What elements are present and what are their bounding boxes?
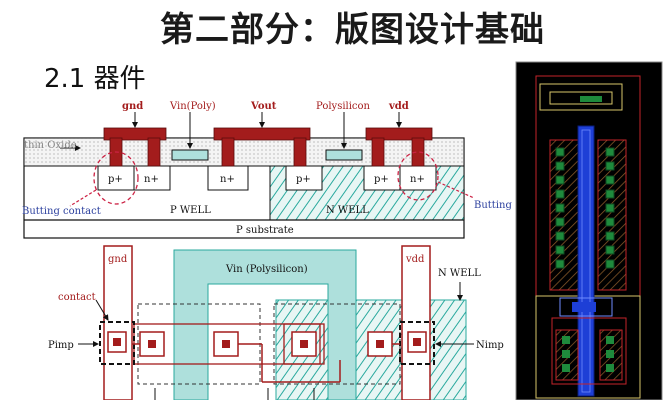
n-plus-left-region: [133, 165, 171, 191]
vdd-metal: [365, 127, 433, 167]
label-n-plus-right: n+: [410, 174, 425, 185]
n-plus-mid-region: [207, 165, 249, 191]
section-heading: 2.1 器件: [44, 64, 146, 94]
label-p-plus-right: p+: [374, 174, 389, 185]
p-plus-mid-region: [285, 165, 323, 191]
layout-contacts: [99, 321, 435, 365]
page-title: 第二部分：版图设计基础: [160, 10, 545, 50]
label-vdd: vdd: [388, 101, 409, 112]
label-polysilicon: Polysilicon: [316, 101, 371, 112]
butting-contact-right: [397, 151, 439, 201]
layout-top-view: gnd vdd Vin (Polysilicon) N WELL contact…: [48, 243, 504, 400]
thin-oxide-layer: [23, 137, 465, 167]
layout-label-pimp: Pimp: [48, 340, 74, 351]
label-p-substrate: P substrate: [236, 225, 294, 236]
poly-gate-p: [325, 149, 363, 161]
label-n-plus-left: n+: [144, 174, 159, 185]
label-vin: Vin(Poly): [169, 101, 216, 112]
label-p-plus-left: p+: [108, 174, 123, 185]
butting-contact-left: [93, 151, 139, 205]
label-n-plus-mid: n+: [220, 174, 235, 185]
cross-section: gnd Vin(Poly) Vout Polysilicon vdd thin …: [22, 101, 553, 239]
label-thin-oxide: thin Oxide: [24, 140, 77, 151]
layout-label-gnd: gnd: [108, 254, 128, 265]
n-plus-right-region: [399, 165, 437, 191]
layout-label-vdd: vdd: [405, 254, 425, 265]
layout-photo: [515, 61, 663, 400]
layout-label-contact: contact: [58, 292, 96, 303]
layout-label-n-well: N WELL: [438, 268, 481, 279]
label-p-plus-mid: p+: [296, 174, 311, 185]
label-butting-left: Butting contact: [22, 206, 101, 217]
label-p-well: P WELL: [170, 205, 211, 216]
layout-poly-gate: [173, 249, 357, 400]
layout-label-vin: Vin (Polysilicon): [225, 264, 308, 275]
label-n-well: N WELL: [326, 205, 369, 216]
label-butting-right: Butting contact: [474, 200, 553, 211]
layout-label-nimp: Nimp: [476, 340, 504, 351]
layout-p-active: [273, 303, 401, 385]
label-gnd: gnd: [122, 101, 143, 112]
label-vout: Vout: [250, 101, 277, 112]
vout-metal: [213, 127, 311, 167]
poly-gate-n: [171, 149, 209, 161]
